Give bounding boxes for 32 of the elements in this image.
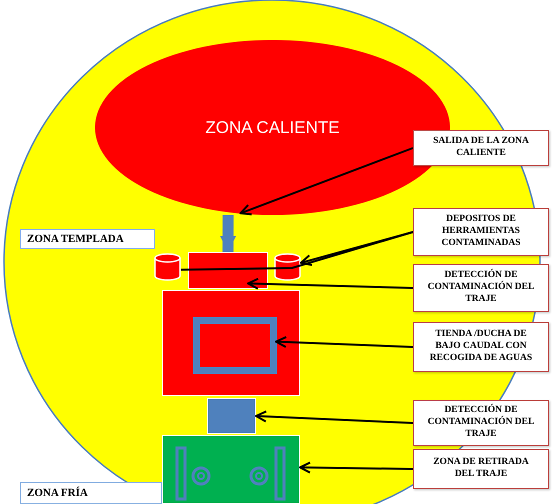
leader-line xyxy=(180,231,414,271)
callout-text: DEPOSITOS DE HERRAMIENTAS CONTAMINADAS xyxy=(440,214,522,250)
leader-line xyxy=(299,462,414,474)
detection-box xyxy=(207,398,256,434)
leader-line xyxy=(247,278,414,290)
leader-line xyxy=(240,147,414,216)
undressing-area-drawing xyxy=(162,435,300,504)
callout-box xyxy=(413,449,549,489)
zone-label-box xyxy=(20,229,155,249)
callout-box xyxy=(413,208,549,256)
leader-line xyxy=(300,231,414,266)
callout-text: SALIDA DE LA ZONA CALIENTE xyxy=(432,136,530,160)
zone-label-box xyxy=(20,482,162,504)
callout-box xyxy=(413,322,549,372)
station-box xyxy=(162,290,300,396)
zone-label: ZONA TEMPLADA xyxy=(27,233,124,245)
callout-text: DETECCIÓN DE CONTAMINACIÓN DEL TRAJE xyxy=(426,270,536,306)
zone-label: ZONA CALIENTE xyxy=(205,118,340,138)
station-box xyxy=(188,252,268,289)
callout-box xyxy=(413,264,549,312)
shower-tent-drawing xyxy=(193,317,277,374)
leader-line xyxy=(255,410,414,424)
callout-box xyxy=(413,400,549,446)
block-arrow xyxy=(220,214,236,252)
container-drawing xyxy=(154,253,181,281)
callout-box xyxy=(413,130,549,166)
container-drawing xyxy=(274,253,301,281)
zone-label: ZONA FRÍA xyxy=(27,487,88,499)
leader-line xyxy=(275,336,414,348)
callout-text: ZONA DE RETIRADA DEL TRAJE xyxy=(432,457,530,481)
callout-text: TIENDA /DUCHA DE BAJO CAUDAL CON RECOGIDA DE AGUAS xyxy=(428,329,534,365)
callout-text: DETECCIÓN DE CONTAMINACIÓN DEL TRAJE xyxy=(426,405,536,441)
